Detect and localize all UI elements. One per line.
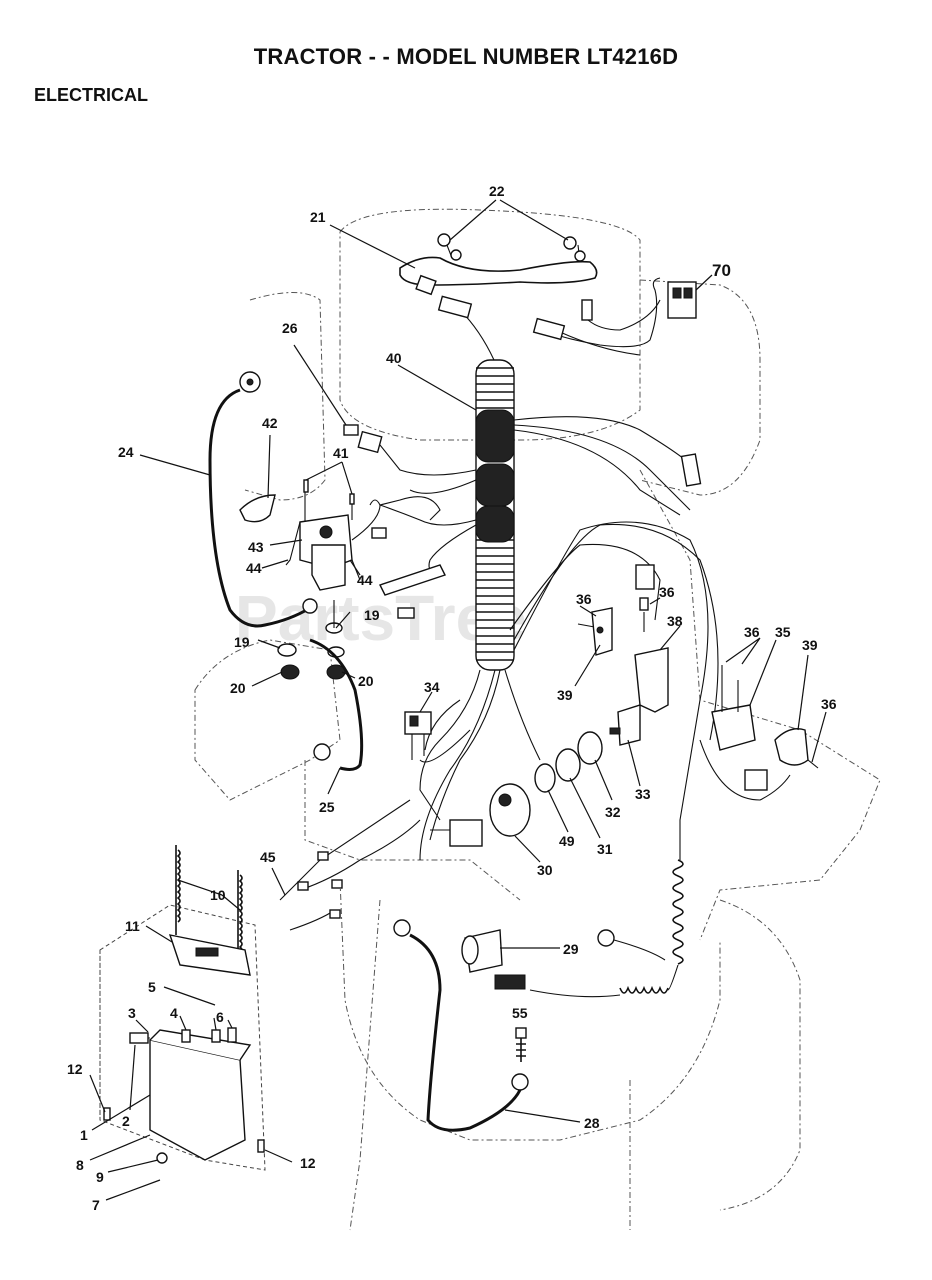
wire-harness	[379, 299, 791, 861]
fuse-holder	[379, 564, 446, 596]
callout-34: 34	[424, 679, 440, 695]
callout-22: 22	[489, 183, 505, 199]
tractor-outline	[99, 208, 881, 1231]
callout-3: 3	[128, 1005, 136, 1021]
callout-39-right: 39	[802, 637, 818, 653]
callout-21: 21	[310, 209, 326, 225]
connector-small	[371, 527, 387, 539]
callout-33: 33	[635, 786, 651, 802]
callout-5: 5	[148, 979, 156, 995]
callout-36-a: 36	[576, 591, 592, 607]
ignition-switch-30	[430, 783, 531, 847]
bolt-55	[515, 1027, 527, 1062]
callout-1: 1	[80, 1127, 88, 1143]
callout-43: 43	[248, 539, 264, 555]
callout-44-right: 44	[357, 572, 373, 588]
bracket-35	[711, 665, 819, 791]
callout-19-left: 19	[234, 634, 250, 650]
page-title: TRACTOR - - MODEL NUMBER LT4216D	[253, 44, 679, 69]
leader-lines	[89, 199, 827, 1201]
callout-29: 29	[563, 941, 579, 957]
callout-42: 42	[262, 415, 278, 431]
callout-8: 8	[76, 1157, 84, 1173]
callout-40: 40	[386, 350, 402, 366]
callout-36-c: 36	[744, 624, 760, 640]
callout-45: 45	[260, 849, 276, 865]
callout-30: 30	[537, 862, 553, 878]
callout-70: 70	[712, 261, 731, 280]
callout-24: 24	[118, 444, 134, 460]
callout-6: 6	[216, 1009, 224, 1025]
callout-11: 11	[125, 918, 140, 934]
battery-assembly	[103, 845, 265, 1164]
callout-labels: 22 21 70 26 40 42 41 24 43 44 44 19 19 2…	[67, 183, 837, 1213]
terminal	[397, 607, 415, 619]
callout-7: 7	[92, 1197, 100, 1213]
wire-45	[279, 799, 421, 931]
callout-55: 55	[512, 1005, 528, 1021]
section-title: ELECTRICAL	[34, 85, 148, 105]
cable-24	[208, 371, 318, 628]
callout-19-right: 19	[364, 607, 380, 623]
callout-41: 41	[333, 445, 349, 461]
callout-25: 25	[319, 799, 335, 815]
cable-28	[393, 919, 529, 1132]
callout-26: 26	[282, 320, 298, 336]
switch-parts	[534, 704, 641, 793]
wire-43	[351, 496, 441, 541]
part-42	[239, 494, 276, 523]
callout-28: 28	[584, 1115, 600, 1131]
callout-9: 9	[96, 1169, 104, 1185]
callout-36-d: 36	[821, 696, 837, 712]
callout-44-left: 44	[246, 560, 262, 576]
bracket-38	[577, 564, 669, 713]
headlight-harness	[399, 233, 697, 356]
callout-10: 10	[210, 887, 226, 903]
connector-26	[343, 424, 383, 454]
cable-25	[309, 638, 364, 771]
callout-35: 35	[775, 624, 791, 640]
callout-49: 49	[559, 833, 575, 849]
callout-2: 2	[122, 1113, 130, 1129]
coil-cord	[529, 859, 684, 998]
callout-20-left: 20	[230, 680, 246, 696]
solenoid-assembly	[285, 479, 361, 591]
callout-32: 32	[605, 804, 621, 820]
starter-solenoid-29	[461, 929, 526, 990]
switch-34	[404, 711, 432, 760]
callout-39-left: 39	[557, 687, 573, 703]
connector-right	[680, 453, 702, 487]
callout-4: 4	[170, 1005, 178, 1021]
callout-12-right: 12	[300, 1155, 316, 1171]
callout-38: 38	[667, 613, 683, 629]
callout-20-right: 20	[358, 673, 374, 689]
callout-36-b: 36	[659, 584, 675, 600]
callout-31: 31	[597, 841, 613, 857]
callout-12-left: 12	[67, 1061, 83, 1077]
harness-coils	[475, 367, 515, 661]
